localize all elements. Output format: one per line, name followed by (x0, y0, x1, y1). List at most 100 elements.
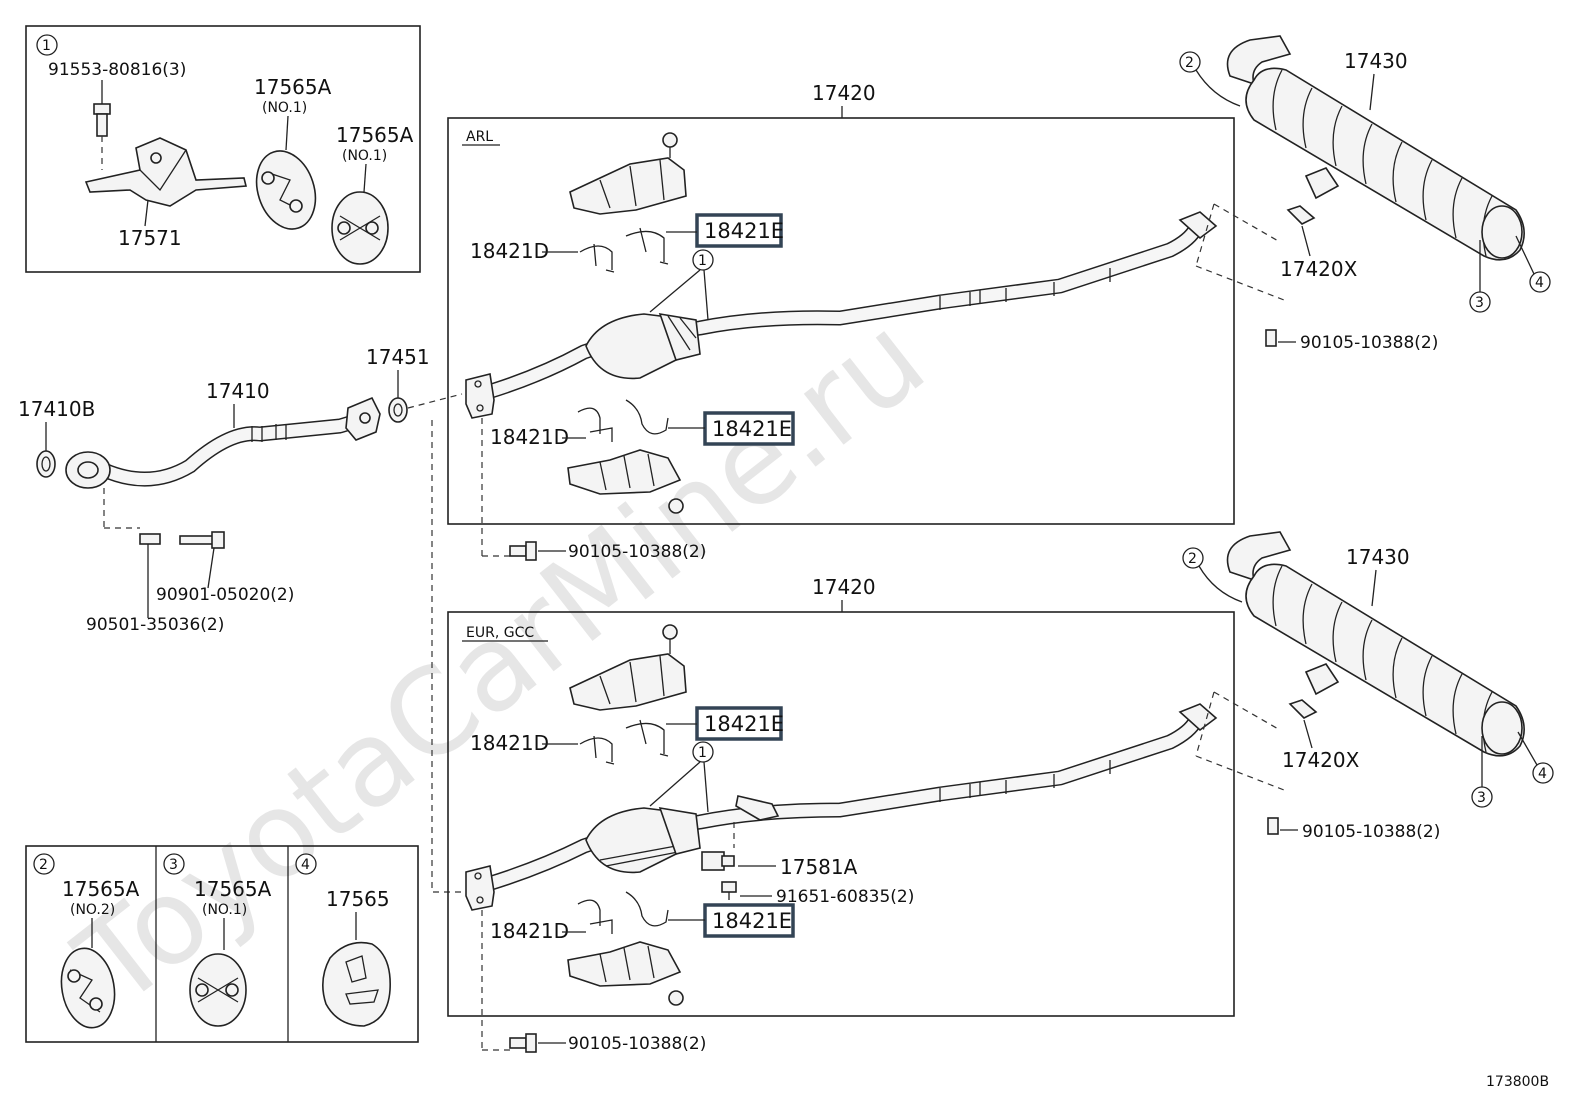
part-label-18421D-3[interactable]: 18421D (470, 731, 549, 755)
part-label-90105-10388-bot[interactable]: 90105-10388(2) (568, 1034, 706, 1054)
bolt-90901-icon (179, 531, 225, 589)
callout-2-top[interactable]: 2 (1179, 51, 1201, 73)
legend-cell-4: 4 17565 (295, 853, 391, 1027)
part-label-17581A[interactable]: 17581A (780, 855, 858, 879)
svg-text:1: 1 (698, 253, 707, 269)
muffler-17430-bottom: 17430 (1226, 531, 1525, 757)
part-label-17410[interactable]: 17410 (206, 379, 270, 403)
rubber-hanger-icon (331, 191, 389, 265)
legend-cell-3: 3 17565A (NO.1) (163, 853, 272, 1027)
part-label-18421E-3[interactable]: 18421E (695, 706, 784, 741)
part-label-17451[interactable]: 17451 (366, 345, 430, 369)
part-label-18421D-1[interactable]: 18421D (470, 239, 549, 263)
part-label-17420X-top[interactable]: 17420X (1280, 257, 1358, 281)
exhaust-pipe-17420-eur (465, 703, 1218, 911)
callout-4-legend[interactable]: 4 (295, 853, 317, 875)
rubber-hanger-icon (255, 150, 317, 230)
svg-text:18421E: 18421E (704, 712, 784, 736)
legend-cell-2: 2 17565A (NO.2) (33, 853, 140, 1029)
gasket-17420X-top-icon (1286, 205, 1316, 225)
rubber-hanger-icon (60, 947, 116, 1029)
bolt-icon (509, 541, 537, 561)
clamp-18421E-lower-icon (625, 891, 669, 927)
callout-3-legend[interactable]: 3 (163, 853, 185, 875)
legend-no2-label: (NO.2) (70, 902, 115, 918)
muffler-17430-top: 17430 (1226, 35, 1525, 261)
part-label-90501-35036[interactable]: 90501-35036(2) (86, 615, 224, 635)
part-label-90105-10388-tr[interactable]: 90105-10388(2) (1300, 333, 1438, 353)
part-label-18421E-1[interactable]: 18421E (695, 213, 784, 248)
legend-part-label-4[interactable]: 17565 (326, 887, 390, 911)
rubber-hanger-icon (189, 953, 247, 1027)
part-label-90901-05020[interactable]: 90901-05020(2) (156, 585, 294, 605)
clamp-18421D-icon (579, 243, 615, 273)
clamp-18421E-icon (625, 227, 669, 265)
callout-1-eur[interactable]: 1 (692, 741, 714, 763)
svg-text:2: 2 (1188, 551, 1197, 567)
oxygen-sensor-icon (701, 822, 735, 871)
part-label-17420X-bot[interactable]: 17420X (1282, 748, 1360, 772)
clamp-18421D-lower-icon (577, 407, 613, 442)
heat-shield-lower-icon (567, 449, 684, 514)
panel-label-eur-gcc: EUR, GCC (466, 625, 534, 641)
legend-no1-label: (NO.1) (202, 902, 247, 918)
part-label-17571[interactable]: 17571 (118, 226, 182, 250)
callout-1-arl[interactable]: 1 (692, 249, 714, 271)
svg-text:18421E: 18421E (712, 417, 792, 441)
stud-bolt-icon (139, 533, 161, 618)
part-label-18421D-2[interactable]: 18421D (490, 425, 569, 449)
bolt-icon (93, 80, 111, 170)
part-label-17410B[interactable]: 17410B (18, 397, 95, 421)
svg-text:18421E: 18421E (704, 219, 784, 243)
callout-4-top[interactable]: 4 (1529, 271, 1551, 293)
legend-part-label-2[interactable]: 17565A (62, 877, 140, 901)
rubber-hanger-icon (322, 941, 391, 1027)
callout-1-hanger-box[interactable]: 1 (36, 34, 58, 56)
gasket-17451-icon (388, 397, 408, 423)
svg-text:3: 3 (1475, 295, 1484, 311)
exhaust-pipe-17420-arl (465, 211, 1218, 419)
part-label-18421E-2[interactable]: 18421E (703, 411, 795, 446)
part-label-17420-bot[interactable]: 17420 (812, 575, 876, 599)
gasket-17420X-bot-icon (1288, 699, 1318, 719)
callout-3-bot[interactable]: 3 (1471, 786, 1493, 808)
heat-shield-upper-icon (569, 132, 687, 215)
clamp-18421D-icon (579, 735, 615, 765)
svg-text:4: 4 (1535, 275, 1544, 291)
part-label-17565A-top2[interactable]: 17565A (336, 123, 414, 147)
part-label-91651-60835[interactable]: 91651-60835(2) (776, 887, 914, 907)
diagram-code: 173800B (1486, 1074, 1549, 1090)
clamp-18421E-icon (625, 719, 669, 757)
label-no1-top: (NO.1) (262, 100, 307, 116)
bolt-icon (1265, 329, 1277, 347)
part-label-17565A-top[interactable]: 17565A (254, 75, 332, 99)
legend-part-label-3[interactable]: 17565A (194, 877, 272, 901)
part-label-18421E-4[interactable]: 18421E (703, 903, 795, 938)
panel-eur-gcc: EUR, GCC 18421D (447, 611, 1235, 1017)
callout-2-legend[interactable]: 2 (33, 853, 55, 875)
part-label-91553-80816[interactable]: 91553-80816(3) (48, 60, 186, 80)
part-label-18421D-4[interactable]: 18421D (490, 919, 569, 943)
heat-shield-lower-icon (567, 941, 684, 1006)
bracket-17571-drawing (84, 137, 248, 227)
hanger-detail-box: 1 91553-80816(3) 17571 17565A (NO.1) 175… (25, 25, 421, 273)
bolt-icon (1267, 817, 1279, 835)
svg-text:1: 1 (698, 745, 707, 761)
callout-2-bot[interactable]: 2 (1182, 547, 1204, 569)
callout-3-top[interactable]: 3 (1469, 291, 1491, 313)
svg-text:1: 1 (42, 38, 51, 54)
svg-text:2: 2 (39, 857, 48, 873)
svg-text:3: 3 (169, 857, 178, 873)
svg-text:4: 4 (1538, 766, 1547, 782)
part-label-90105-10388-mid[interactable]: 90105-10388(2) (568, 542, 706, 562)
part-label-17420-top[interactable]: 17420 (812, 81, 876, 105)
svg-text:4: 4 (301, 857, 310, 873)
part-label-17430-bot[interactable]: 17430 (1346, 545, 1410, 569)
bolt-icon (509, 1033, 537, 1053)
part-label-90105-10388-br[interactable]: 90105-10388(2) (1302, 822, 1440, 842)
part-label-17430-top[interactable]: 17430 (1344, 49, 1408, 73)
callout-4-bot[interactable]: 4 (1532, 762, 1554, 784)
hanger-legend: 2 17565A (NO.2) 3 17565A (NO.1) (25, 845, 419, 1043)
panel-arl: ARL 18421D (447, 117, 1235, 525)
